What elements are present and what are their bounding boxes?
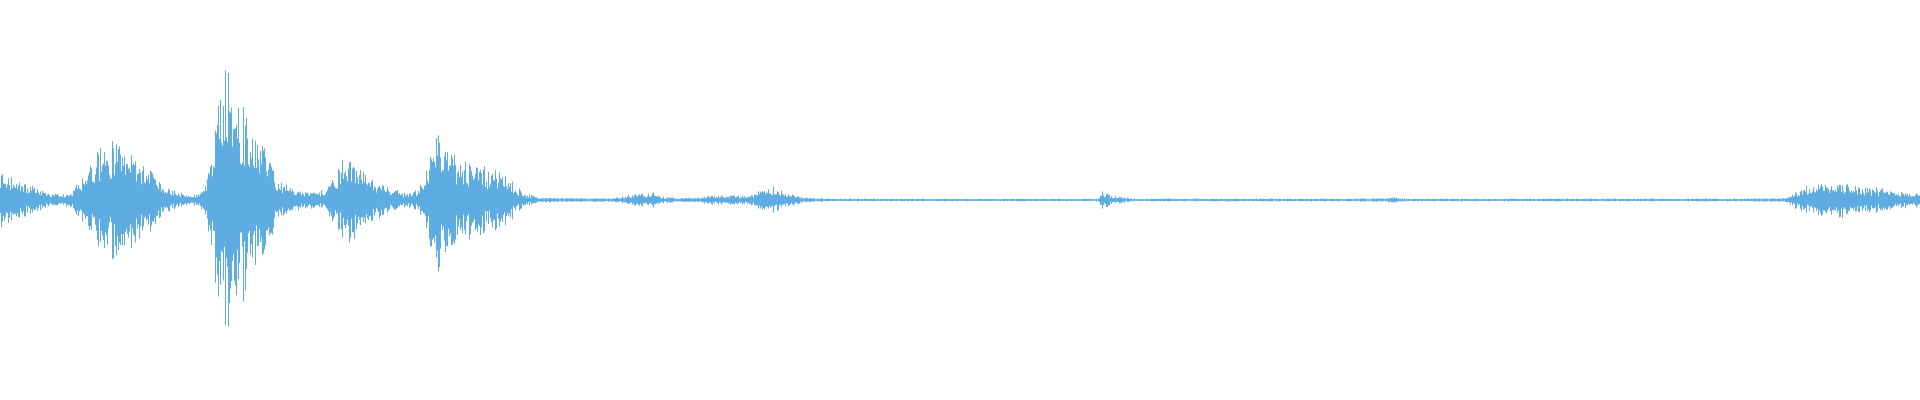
waveform-path bbox=[0, 70, 1920, 327]
waveform-bars bbox=[0, 70, 1920, 327]
